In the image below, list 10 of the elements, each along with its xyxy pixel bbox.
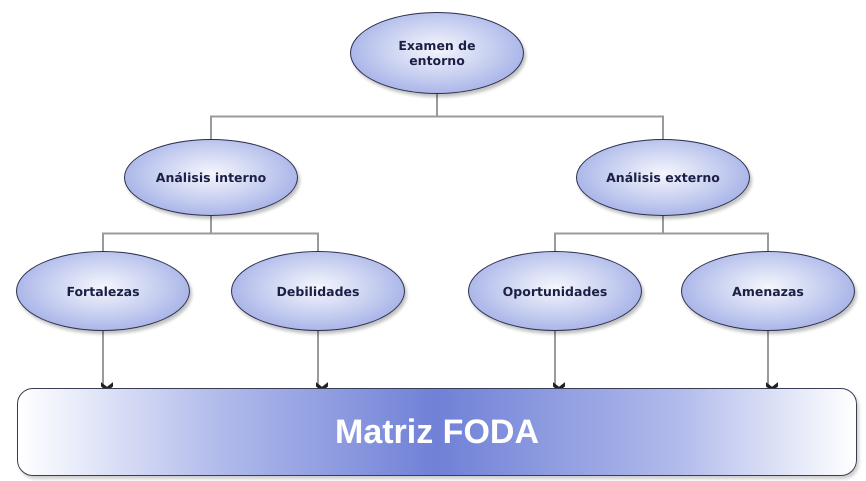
node-label: Debilidades bbox=[276, 284, 360, 298]
node-label: Fortalezas bbox=[66, 284, 140, 298]
node-label: Análisis externo bbox=[606, 170, 720, 185]
connector-line bbox=[436, 94, 664, 139]
result-box bbox=[17, 388, 857, 476]
node-label: Examen de entorno bbox=[397, 38, 477, 68]
node-label: Oportunidades bbox=[502, 284, 608, 298]
node-label: Amenazas bbox=[732, 284, 804, 298]
matrix-title: Matriz FODA bbox=[335, 412, 539, 452]
node-label: Análisis interno bbox=[156, 170, 266, 185]
